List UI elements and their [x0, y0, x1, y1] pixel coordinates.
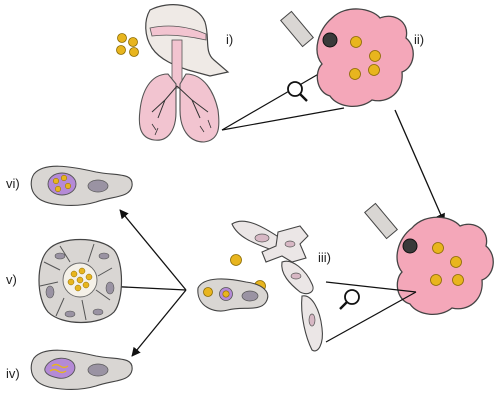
- label-vi: vi): [6, 176, 20, 191]
- macrophage-vi: [30, 165, 133, 206]
- label-i: i): [226, 32, 233, 47]
- macrophage-phagocytosis: [197, 278, 269, 312]
- alveolus-infected: [364, 202, 494, 315]
- head-and-lungs: [138, 4, 230, 143]
- outcome-arrow-vi: [119, 209, 187, 291]
- label-iv: iv): [6, 366, 20, 381]
- label-ii: ii): [414, 32, 424, 47]
- zoom-line: [325, 281, 417, 293]
- progress-arrow: [394, 109, 445, 223]
- epithelial-cells: [231, 220, 323, 352]
- label-iii: iii): [318, 250, 331, 265]
- outcome-arrow-iv: [131, 289, 187, 357]
- zoom-line: [325, 291, 417, 343]
- airborne-bacteria: [116, 33, 139, 57]
- zoom-line: [221, 71, 323, 131]
- magnifier-icon: [287, 81, 308, 102]
- zoom-line: [221, 107, 345, 131]
- label-v: v): [6, 272, 17, 287]
- granuloma-v: [38, 239, 123, 323]
- magnifier-icon: [339, 289, 360, 310]
- alveolus-ii: [280, 8, 414, 107]
- macrophage-iv: [30, 349, 133, 390]
